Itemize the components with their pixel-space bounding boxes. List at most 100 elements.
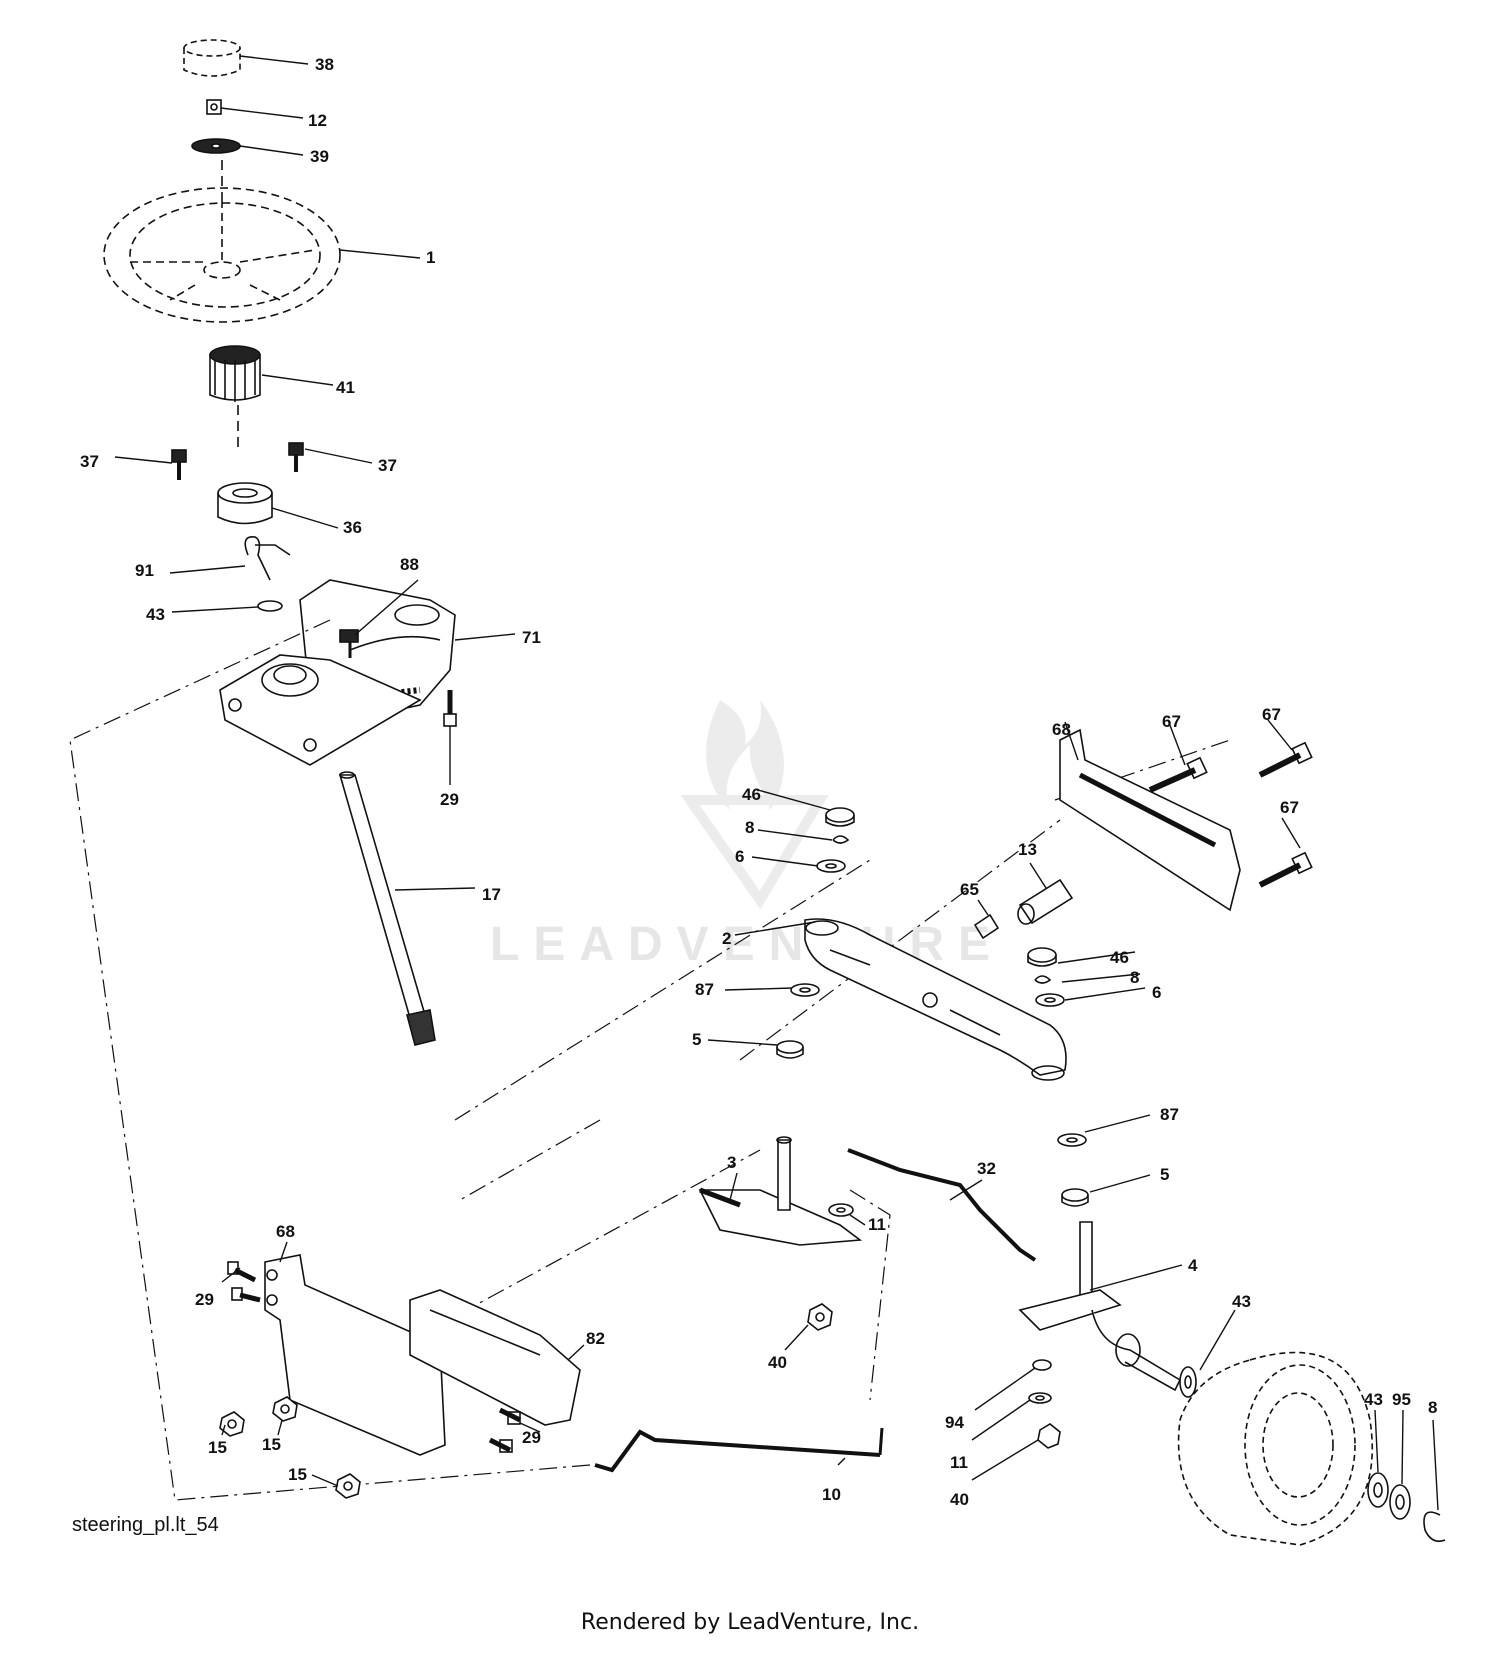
callout-labels: 38 12 39 1 41 37 37 36 91 88 43 71 29 17… [80, 55, 1437, 1509]
bolt-67-a [1148, 756, 1208, 793]
callout-87-left: 87 [695, 980, 714, 999]
drag-link-10 [594, 1427, 884, 1473]
assembly-guide-lines [69, 619, 1231, 1501]
callout-11-right: 11 [950, 1453, 968, 1472]
callout-17: 17 [482, 885, 501, 904]
spacer-13 [1017, 878, 1074, 925]
callout-32: 32 [977, 1159, 996, 1178]
callout-15-b: 15 [262, 1435, 281, 1454]
nut-15-a [219, 1411, 245, 1437]
callout-36: 36 [343, 518, 362, 537]
callout-43-outer: 43 [1364, 1390, 1383, 1409]
callout-2: 2 [722, 929, 731, 948]
callout-68-lower: 68 [276, 1222, 295, 1241]
washer-39 [191, 138, 241, 154]
figure-id: steering_pl.lt_54 [72, 1514, 219, 1536]
steering-wheel-1 [103, 187, 341, 323]
spindle-3 [698, 1136, 863, 1246]
callout-6-left: 6 [735, 847, 744, 866]
callout-46-left: 46 [742, 785, 761, 804]
washer-43-upper [257, 600, 283, 612]
callout-3: 3 [727, 1153, 736, 1172]
washer-6-left [816, 859, 846, 873]
bushing-5-right [1061, 1188, 1089, 1207]
callout-12: 12 [308, 111, 327, 130]
adapter-41 [209, 345, 261, 402]
callout-13: 13 [1018, 840, 1037, 859]
washer-95 [1389, 1484, 1411, 1520]
callout-29-upper: 29 [440, 790, 459, 809]
bracket-82 [409, 1289, 581, 1426]
callout-67-b: 67 [1262, 705, 1281, 724]
bolt-29-lower-d [488, 1437, 513, 1453]
callout-11-center: 11 [868, 1215, 886, 1234]
steering-shaft-17 [338, 771, 436, 1046]
bolt-67-c [1258, 851, 1313, 888]
bolt-29-lower-a [227, 1261, 257, 1283]
sleeve-36 [217, 482, 273, 525]
pin-65 [973, 913, 1000, 940]
callout-67-a: 67 [1162, 712, 1181, 731]
clip-8-left [832, 835, 850, 844]
cap-46-left [825, 807, 855, 827]
washer-94 [1032, 1359, 1052, 1371]
bushing-5-left [776, 1040, 804, 1059]
bolt-37-left [171, 449, 187, 480]
callout-68-upper: 68 [1052, 720, 1071, 739]
front-wheel [1177, 1351, 1374, 1546]
callout-37-left: 37 [80, 452, 99, 471]
bolt-29-lower-b [231, 1287, 261, 1303]
callout-41: 41 [336, 378, 355, 397]
callout-71: 71 [522, 628, 541, 647]
gear-plate [219, 654, 422, 766]
washer-43-axle [1179, 1366, 1197, 1398]
callout-6-right: 6 [1152, 983, 1161, 1002]
clip-8-wheel [1423, 1511, 1446, 1543]
washer-87-left [790, 983, 820, 997]
cap-46-right [1027, 947, 1057, 967]
callout-37-right: 37 [378, 456, 397, 475]
callout-65: 65 [960, 880, 979, 899]
bolt-88 [339, 629, 359, 658]
callout-5-right: 5 [1160, 1165, 1169, 1184]
callout-87-right: 87 [1160, 1105, 1179, 1124]
hairpin-91 [244, 536, 291, 581]
render-credit: Rendered by LeadVenture, Inc. [580, 1610, 920, 1635]
bracket-68-lower [264, 1254, 446, 1456]
washer-6-right [1035, 993, 1065, 1007]
callout-8-right: 8 [1130, 968, 1139, 987]
callout-15-a: 15 [208, 1438, 227, 1457]
callout-8-wheel: 8 [1428, 1398, 1437, 1417]
washer-11-right [1028, 1392, 1052, 1404]
callout-38: 38 [315, 55, 334, 74]
callout-43-axle: 43 [1232, 1292, 1251, 1311]
front-axle-2 [804, 918, 1067, 1081]
tie-rod-32 [847, 1148, 1037, 1262]
callout-88: 88 [400, 555, 419, 574]
nut-12 [206, 99, 222, 115]
bolt-29-lower-c [498, 1407, 522, 1425]
callout-43-upper: 43 [146, 605, 165, 624]
bolt-29-upper [443, 690, 457, 727]
cap-38 [183, 39, 241, 77]
leader-lines [114, 55, 1439, 1511]
nut-40-right [1037, 1423, 1061, 1449]
callout-40-left: 40 [768, 1353, 787, 1372]
callout-46-right: 46 [1110, 948, 1129, 967]
nut-15-b [272, 1396, 298, 1422]
callout-15-c: 15 [288, 1465, 307, 1484]
bolt-67-b [1258, 741, 1313, 778]
callout-10: 10 [822, 1485, 841, 1504]
callout-94: 94 [945, 1413, 964, 1432]
clip-8-right [1034, 975, 1052, 984]
spindle-4 [1018, 1221, 1182, 1392]
washer-11-center [828, 1203, 854, 1217]
callout-29-lower-left: 29 [195, 1290, 214, 1309]
callout-39: 39 [310, 147, 329, 166]
callout-29-lower-right: 29 [522, 1428, 541, 1447]
callout-40-right: 40 [950, 1490, 969, 1509]
bracket-68-upper [1059, 728, 1241, 912]
callout-1: 1 [426, 248, 435, 267]
callout-82: 82 [586, 1329, 605, 1348]
